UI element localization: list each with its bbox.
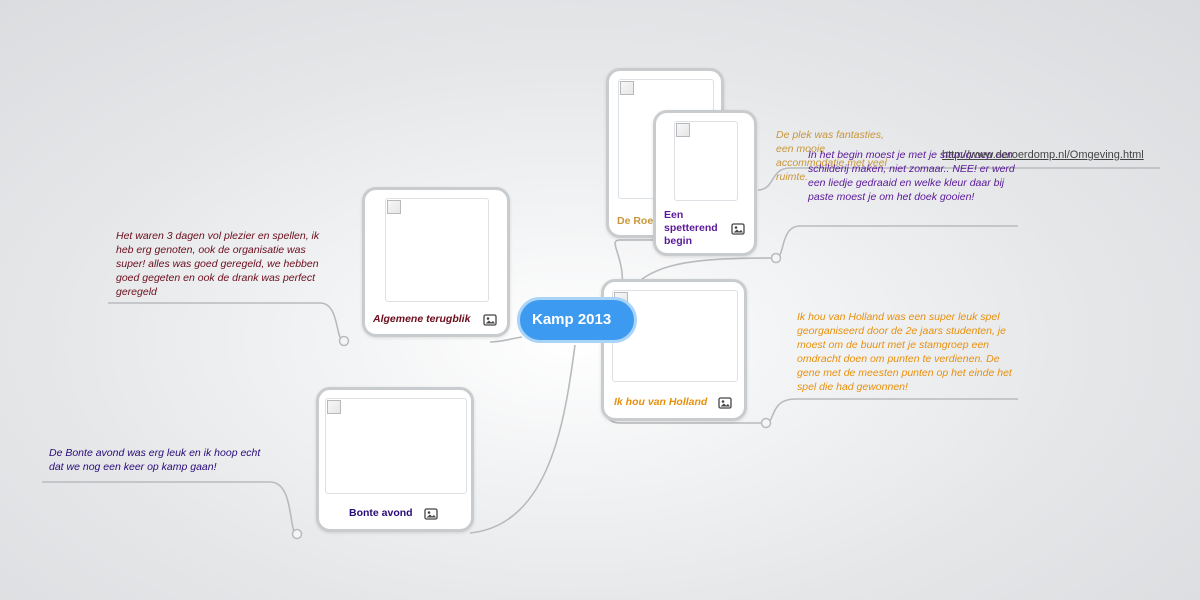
topic-image	[325, 398, 467, 494]
topic-image	[612, 290, 738, 382]
connector-dot	[760, 417, 772, 429]
topic-label: Ik hou van Holland	[614, 396, 708, 408]
picture-icon[interactable]	[718, 397, 732, 409]
broken-image-icon	[620, 81, 634, 95]
note-ik-hou-van-holland: Ik hou van Holland was een super leuk sp…	[797, 311, 1012, 393]
central-topic[interactable]: Kamp 2013	[517, 297, 637, 343]
picture-icon[interactable]	[731, 223, 745, 235]
topic-label: Bonte avond	[349, 507, 413, 519]
topic-image	[385, 198, 489, 302]
connector-dot	[770, 252, 782, 264]
note-de-roerdomp: De plek was fantasties, een mooie accomm…	[776, 129, 887, 183]
topic-label: Algemene terugblik	[373, 313, 471, 325]
broken-image-icon	[387, 200, 401, 214]
note-een-spetterend-begin: In het begin moest je met je stam/groep …	[808, 149, 1015, 203]
topic-card-een-spetterend-begin[interactable]: Een spetterend begin	[653, 110, 757, 256]
topic-image	[674, 121, 738, 201]
note-bonte-avond: De Bonte avond was erg leuk en ik hoop e…	[49, 447, 261, 473]
roerdomp-web-link[interactable]: http://www.deroerdomp.nl/Omgeving.html	[942, 149, 1144, 161]
picture-icon[interactable]	[424, 508, 438, 520]
broken-image-icon	[676, 123, 690, 137]
central-topic-label: Kamp 2013	[532, 311, 612, 328]
topic-label: Een spetterend begin	[664, 209, 718, 247]
note-algemene-terugblik: Het waren 3 dagen vol plezier en spellen…	[116, 230, 320, 298]
broken-image-icon	[327, 400, 341, 414]
topic-card-bonte-avond[interactable]: Bonte avond	[316, 387, 474, 532]
connector-dot	[338, 335, 350, 347]
topic-card-algemene-terugblik[interactable]: Algemene terugblik	[362, 187, 510, 337]
picture-icon[interactable]	[483, 314, 497, 326]
connector-dot	[291, 528, 303, 540]
